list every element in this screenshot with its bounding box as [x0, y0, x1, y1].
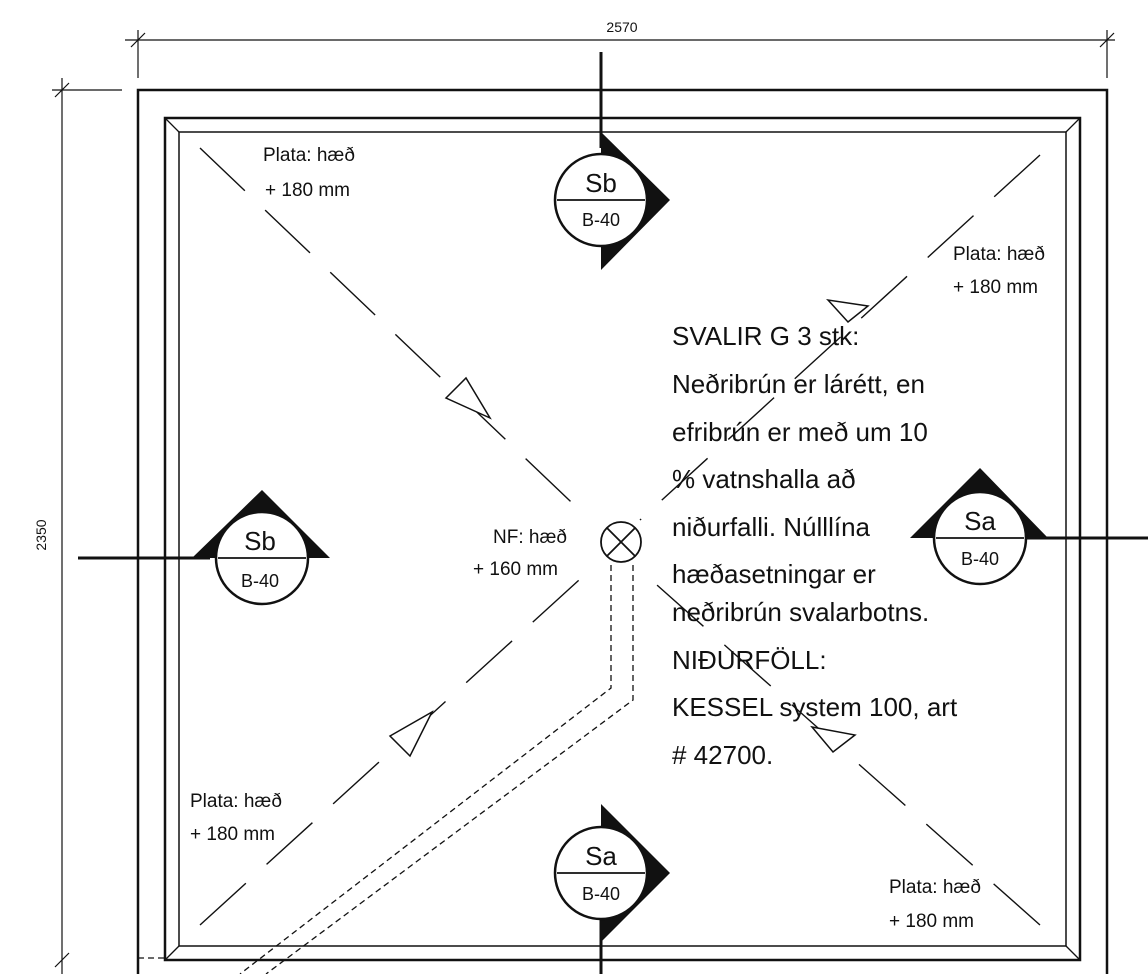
- section-marker-sheet: B-40: [582, 884, 620, 904]
- slope-arrow-icon: [810, 725, 857, 754]
- plate-label: Plata: hæð + 180 mm: [889, 877, 986, 932]
- slope-arrow-icon: [444, 376, 492, 420]
- plate-label: Plata: hæð + 180 mm: [263, 145, 360, 201]
- section-marker-bottom: Sa B-40: [553, 804, 670, 974]
- width-dimension: [125, 30, 1115, 78]
- section-marker-left: Sb B-40: [78, 490, 330, 606]
- drain-label: NF: hæð + 160 mm: [473, 527, 572, 580]
- section-marker-top: Sb B-40: [553, 52, 670, 270]
- section-marker-label: Sb: [244, 526, 276, 556]
- height-dimension-value: 2350: [33, 519, 49, 550]
- section-marker-sheet: B-40: [582, 210, 620, 230]
- floor-drain-icon: [600, 521, 642, 563]
- section-marker-sheet: B-40: [241, 571, 279, 591]
- specification-note: SVALIR G 3 stk: Neðribrún er lárétt, en …: [672, 321, 964, 770]
- slope-arrow-icon: [388, 710, 434, 758]
- height-dimension: [52, 78, 122, 974]
- section-marker-label: Sa: [585, 841, 617, 871]
- section-marker-sheet: B-40: [961, 549, 999, 569]
- section-marker-right: Sa B-40: [910, 468, 1148, 586]
- plate-label: Plata: hæð + 180 mm: [953, 244, 1050, 298]
- slope-arrow-icons: [388, 298, 870, 758]
- section-marker-label: Sb: [585, 168, 617, 198]
- width-dimension-value: 2570: [606, 19, 637, 35]
- slope-lines: [199, 147, 1041, 926]
- drain-pipe: [239, 565, 634, 974]
- slope-arrow-icon: [826, 298, 870, 324]
- plate-label: Plata: hæð + 180 mm: [190, 791, 287, 845]
- section-marker-label: Sa: [964, 506, 996, 536]
